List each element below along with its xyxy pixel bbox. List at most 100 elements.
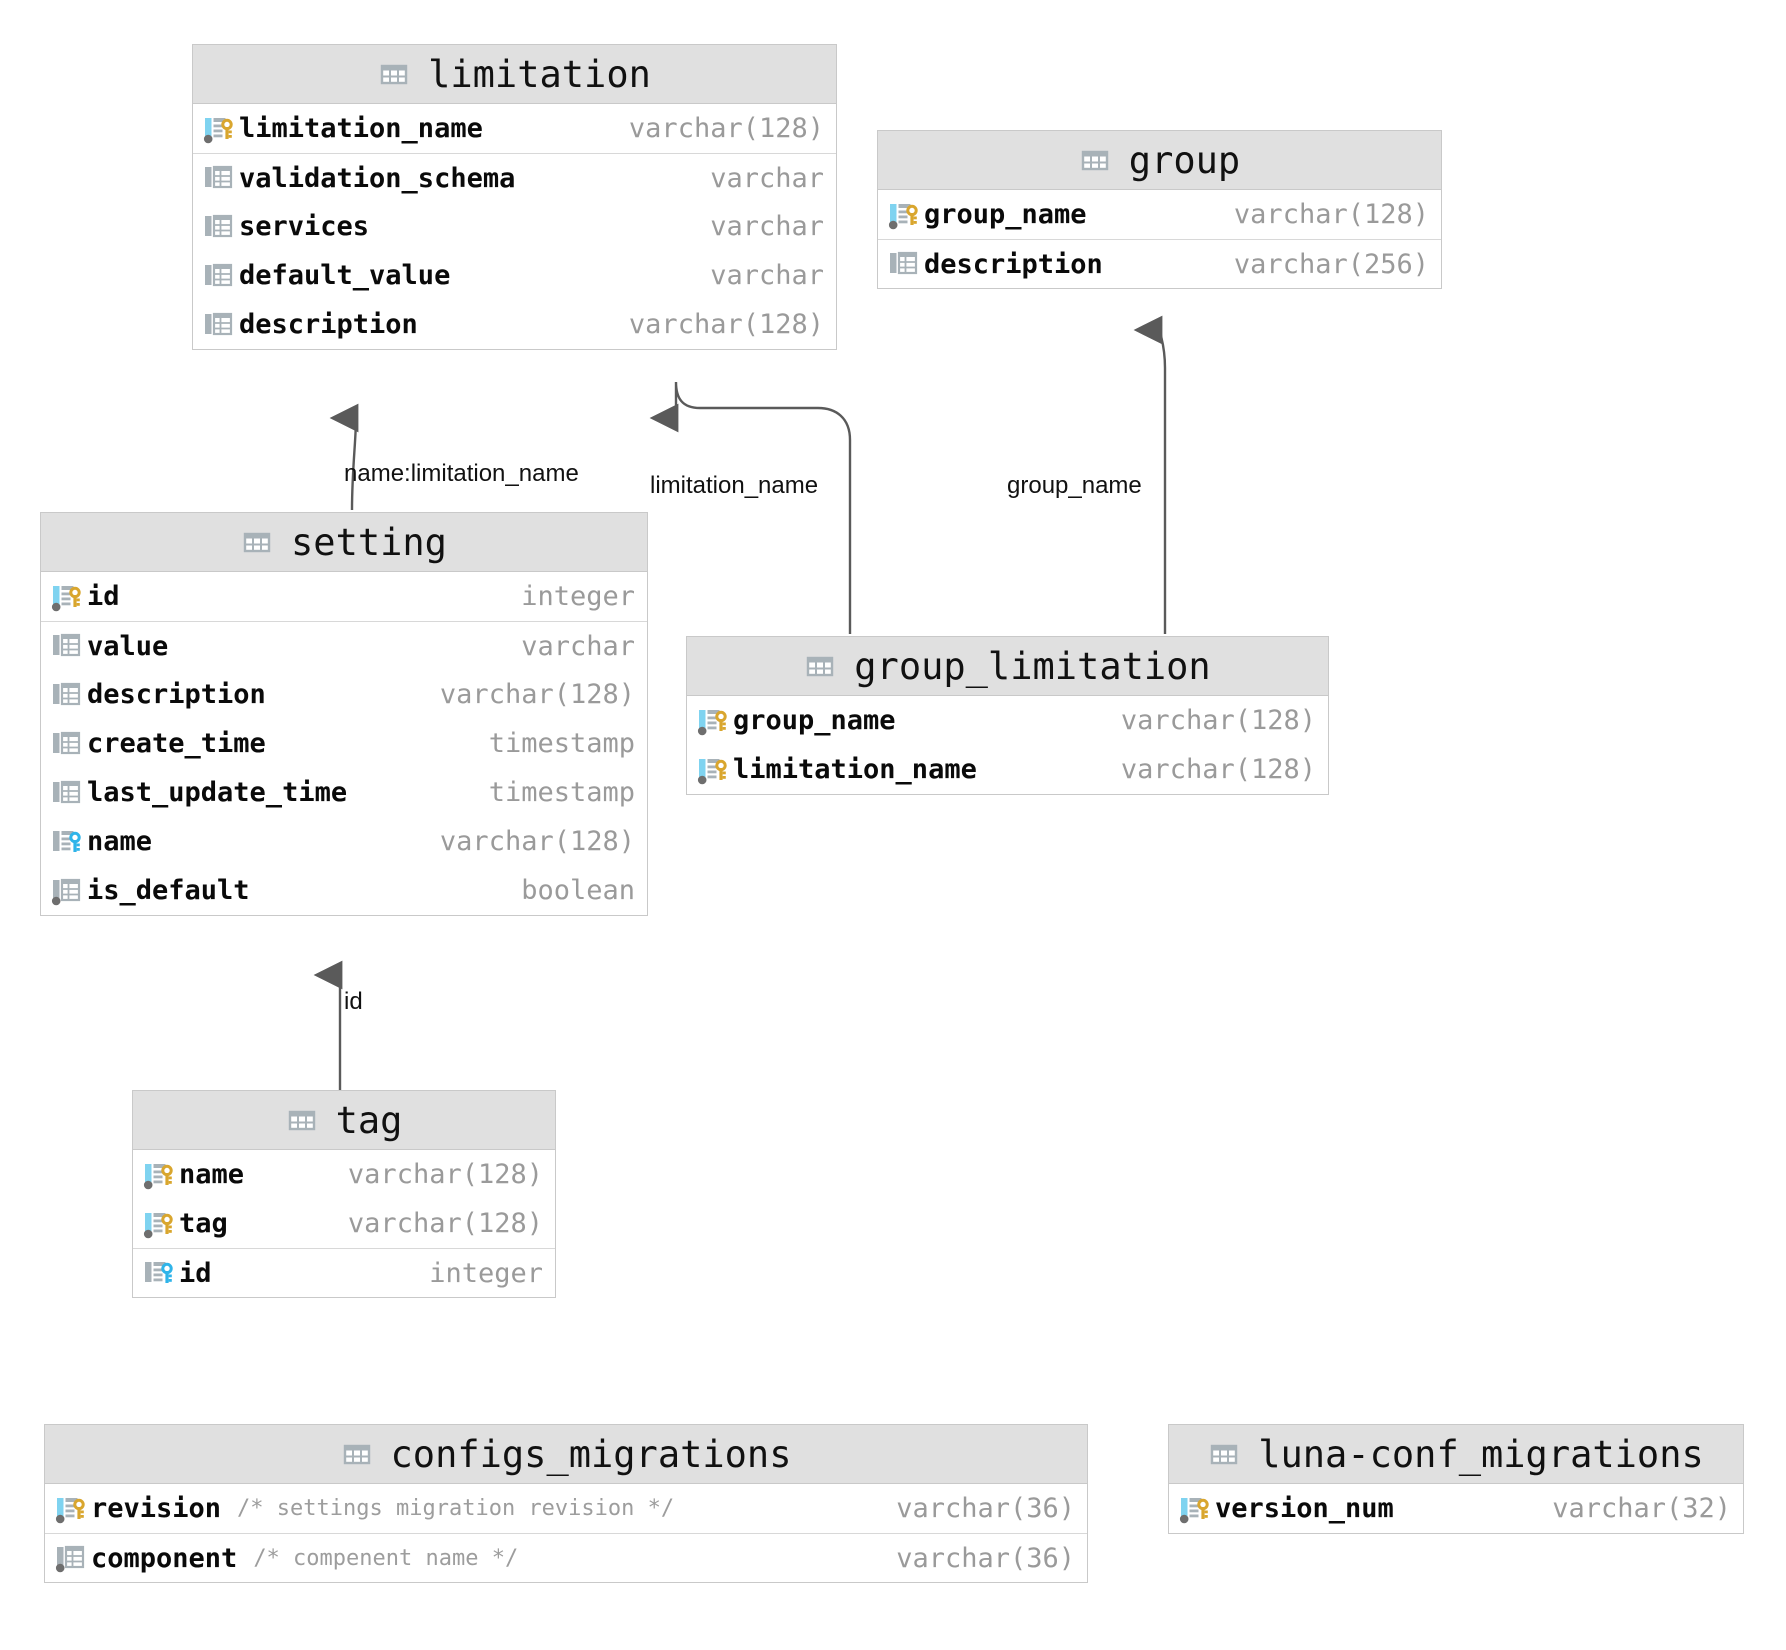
column-type: varchar(128)	[439, 679, 635, 710]
column-name: description	[239, 309, 418, 340]
table-row[interactable]: description varchar(128)	[193, 300, 836, 349]
table-row[interactable]: is_default boolean	[41, 866, 647, 915]
column-name: description	[87, 679, 266, 710]
primary-key-icon	[143, 1160, 175, 1190]
edge-label-group-limitation-to-limitation: limitation_name	[650, 472, 819, 499]
column-icon	[203, 163, 235, 193]
column-name: default_value	[239, 260, 451, 291]
column-type: varchar(128)	[1120, 705, 1316, 736]
not-null-column-icon	[51, 876, 83, 906]
table-luna-conf-migrations[interactable]: luna-conf_migrations version_num varchar…	[1168, 1424, 1744, 1534]
table-row[interactable]: component /* compenent name */ varchar(3…	[45, 1533, 1087, 1582]
table-columns-group: group_name varchar(128) description varc…	[878, 190, 1441, 288]
table-row[interactable]: group_name varchar(128)	[878, 190, 1441, 239]
column-name: is_default	[87, 875, 250, 906]
column-name: revision	[91, 1493, 222, 1524]
table-row[interactable]: limitation_name varchar(128)	[193, 104, 836, 153]
column-name: services	[239, 211, 370, 242]
column-type: varchar(128)	[347, 1159, 543, 1190]
column-type: varchar	[710, 162, 824, 194]
foreign-key-icon	[143, 1258, 175, 1288]
table-title: limitation	[428, 52, 651, 96]
primary-key-icon	[888, 200, 920, 230]
column-name: name	[87, 826, 153, 857]
table-row[interactable]: name varchar(128)	[133, 1150, 555, 1199]
column-type: timestamp	[488, 777, 635, 808]
table-row[interactable]: name varchar(128)	[41, 817, 647, 866]
table-setting[interactable]: setting id integer value varchar descrip…	[40, 512, 648, 916]
table-columns-limitation: limitation_name varchar(128) validation_…	[193, 104, 836, 349]
table-columns-luna-conf-migrations: version_num varchar(32)	[1169, 1484, 1743, 1533]
table-tag[interactable]: tag name varchar(128) tag varchar(128) i…	[132, 1090, 556, 1298]
table-header-group-limitation: group_limitation	[687, 637, 1328, 696]
column-type: varchar(128)	[1233, 199, 1429, 230]
column-type: integer	[429, 1257, 543, 1289]
table-limitation[interactable]: limitation limitation_name varchar(128) …	[192, 44, 837, 350]
table-row[interactable]: limitation_name varchar(128)	[687, 745, 1328, 794]
table-title: group_limitation	[854, 644, 1211, 688]
table-row[interactable]: tag varchar(128)	[133, 1199, 555, 1248]
table-header-configs-migrations: configs_migrations	[45, 1425, 1087, 1484]
column-icon	[51, 729, 83, 759]
primary-key-icon	[143, 1209, 175, 1239]
table-row[interactable]: description varchar(128)	[41, 670, 647, 719]
table-header-luna-conf-migrations: luna-conf_migrations	[1169, 1425, 1743, 1484]
column-type: timestamp	[488, 728, 635, 759]
table-row[interactable]: create_time timestamp	[41, 719, 647, 768]
column-name: validation_schema	[239, 162, 516, 194]
column-type: varchar(128)	[1120, 754, 1316, 785]
primary-key-icon	[697, 706, 729, 736]
table-row[interactable]: last_update_time timestamp	[41, 768, 647, 817]
column-type: varchar(32)	[1552, 1493, 1731, 1524]
table-header-tag: tag	[133, 1091, 555, 1150]
table-row[interactable]: group_name varchar(128)	[687, 696, 1328, 745]
column-type: varchar(36)	[896, 1493, 1075, 1524]
table-row[interactable]: services varchar	[193, 202, 836, 251]
column-type: varchar	[710, 260, 824, 291]
table-header-setting: setting	[41, 513, 647, 572]
not-null-column-icon	[55, 1543, 87, 1573]
column-icon	[203, 261, 235, 291]
column-comment: /* compenent name */	[253, 1545, 519, 1571]
column-comment: /* settings migration revision */	[237, 1496, 675, 1521]
primary-key-icon	[1179, 1494, 1211, 1524]
table-row[interactable]: id integer	[41, 572, 647, 621]
primary-key-icon	[55, 1494, 87, 1524]
table-row[interactable]: version_num varchar(32)	[1169, 1484, 1743, 1533]
table-row[interactable]: validation_schema varchar	[193, 153, 836, 202]
table-configs-migrations[interactable]: configs_migrations revision /* settings …	[44, 1424, 1088, 1583]
table-row[interactable]: id integer	[133, 1248, 555, 1297]
primary-key-icon	[203, 114, 235, 144]
table-group[interactable]: group group_name varchar(128) descriptio…	[877, 130, 1442, 289]
column-icon	[51, 631, 83, 661]
table-row[interactable]: value varchar	[41, 621, 647, 670]
table-title: configs_migrations	[390, 1432, 792, 1476]
table-row[interactable]: description varchar(256)	[878, 239, 1441, 288]
column-type: varchar	[521, 630, 635, 662]
table-header-limitation: limitation	[193, 45, 836, 104]
table-row[interactable]: revision /* settings migration revision …	[45, 1484, 1087, 1533]
edge-label-group-limitation-to-group: group_name	[1007, 472, 1142, 499]
column-name: name	[179, 1159, 245, 1190]
foreign-key-icon	[51, 827, 83, 857]
column-name: version_num	[1215, 1493, 1394, 1524]
column-icon	[888, 249, 920, 279]
edge-label-tag-to-setting: id	[344, 988, 363, 1015]
table-columns-setting: id integer value varchar description var…	[41, 572, 647, 915]
column-name: group_name	[733, 705, 896, 736]
column-name: id	[179, 1257, 212, 1289]
table-title: tag	[335, 1098, 403, 1142]
table-icon	[341, 1439, 373, 1469]
table-title: setting	[291, 520, 447, 564]
column-type: varchar(128)	[628, 113, 824, 144]
table-title: group	[1128, 138, 1241, 182]
table-group-limitation[interactable]: group_limitation group_name varchar(128)…	[686, 636, 1329, 795]
column-type: varchar(36)	[896, 1542, 1075, 1574]
column-icon	[203, 310, 235, 340]
column-type: varchar(128)	[439, 826, 635, 857]
column-name: last_update_time	[87, 777, 348, 808]
table-row[interactable]: default_value varchar	[193, 251, 836, 300]
table-icon	[286, 1105, 318, 1135]
column-name: create_time	[87, 728, 266, 759]
